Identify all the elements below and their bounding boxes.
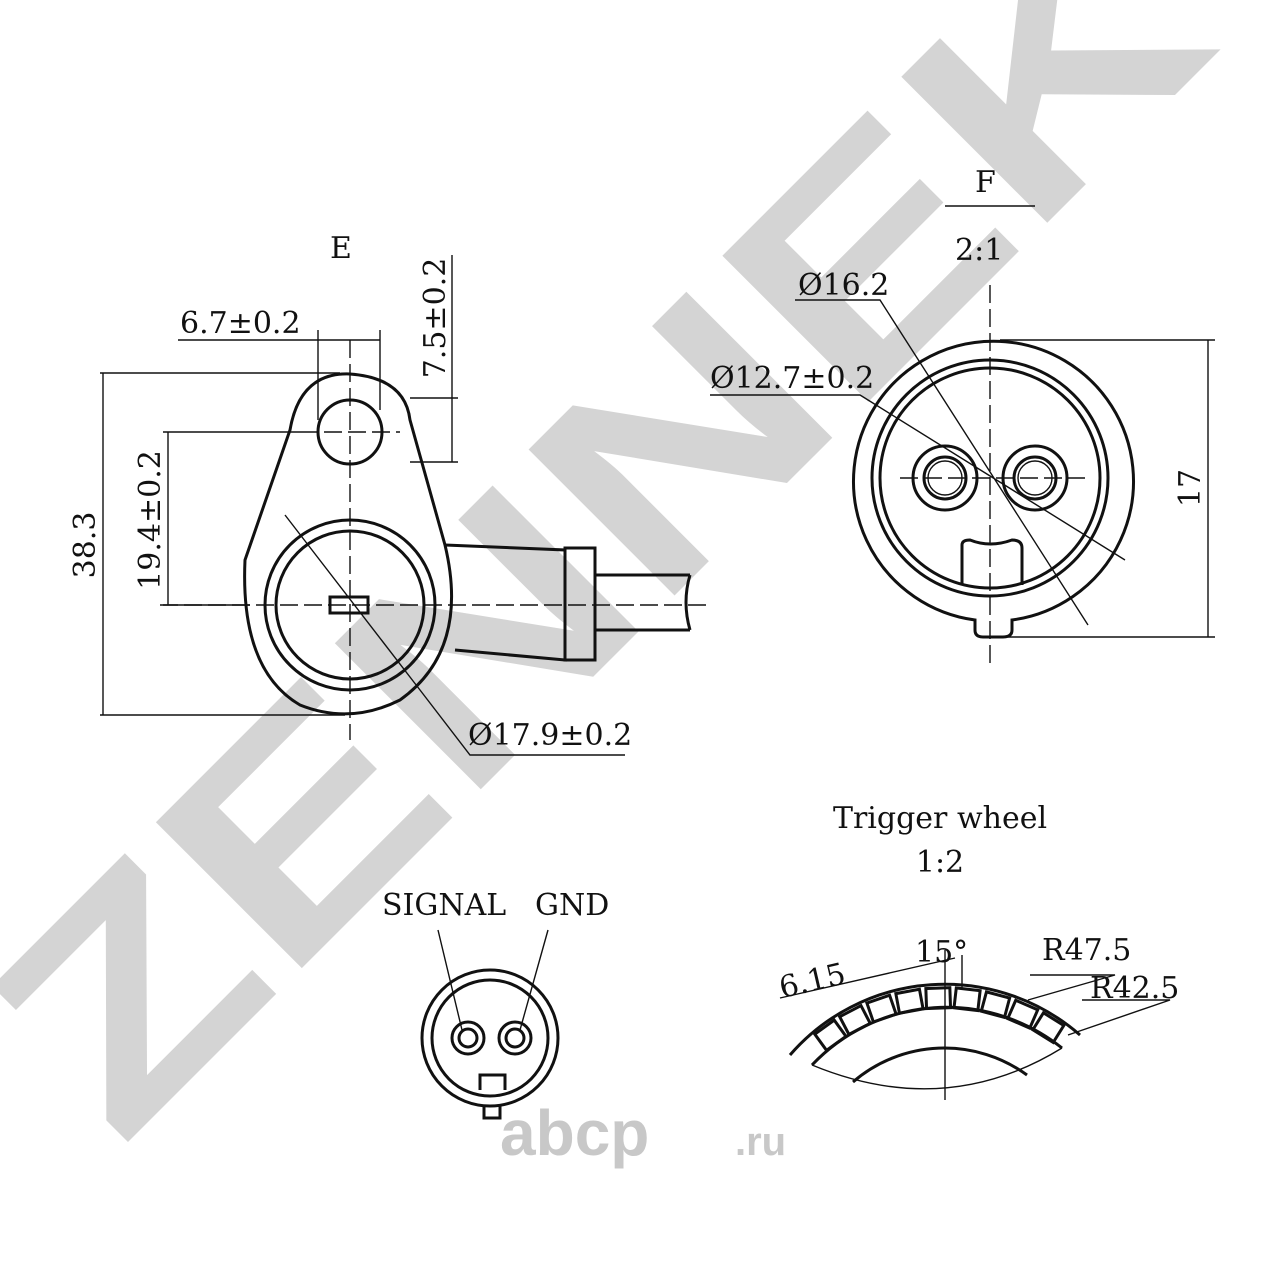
dimension-lines	[779, 950, 1171, 1100]
connector-pinout: SIGNAL GND	[382, 888, 609, 1120]
wheel-outer-arc	[788, 982, 1081, 1056]
dim-hole-offset: 7.5±0.2	[418, 258, 453, 379]
key-slot	[478, 1073, 507, 1120]
sensor-body-outline	[243, 372, 454, 716]
dim-width: 6.7±0.2	[180, 306, 301, 341]
centerlines	[160, 340, 710, 740]
connector-outer	[420, 968, 560, 1108]
sensor-connector-collar	[563, 546, 597, 662]
dim-inner-radius: R42.5	[1090, 971, 1179, 1006]
dimension-lines	[100, 255, 458, 716]
view-e: E 38.3 19.4±0.2 6.7±0.2 7.5±0.2 Ø17.9±0.…	[68, 231, 710, 756]
wheel-tooth	[979, 990, 1012, 1020]
wheel-tooth	[952, 986, 982, 1013]
wheel-tooth	[1030, 1010, 1066, 1045]
diameter-leader	[284, 514, 625, 756]
dimension-lines	[710, 299, 1215, 638]
pin-gnd	[497, 1020, 533, 1056]
centerlines	[900, 285, 1085, 665]
trigger-wheel-title: Trigger wheel	[833, 801, 1047, 836]
wheel-tooth	[924, 986, 953, 1011]
dim-diameter: Ø17.9±0.2	[468, 718, 632, 753]
pin-signal	[450, 1020, 486, 1056]
label-signal: SIGNAL	[382, 888, 506, 923]
dim-outer-radius: R47.5	[1042, 933, 1131, 968]
wheel-root-arc	[810, 1005, 1063, 1067]
dim-height: 38.3	[68, 512, 103, 579]
dim-center: 19.4±0.2	[133, 450, 168, 590]
wheel-tooth	[812, 1018, 849, 1053]
dim-inner-diameter: Ø12.7±0.2	[710, 361, 874, 396]
dim-height: 17	[1173, 469, 1208, 507]
dim-outer-diameter: Ø16.2	[798, 268, 889, 303]
sensor-cable	[595, 573, 692, 632]
view-e-title: E	[330, 231, 352, 266]
connector-inner	[430, 978, 550, 1098]
wheel-tooth	[865, 993, 899, 1024]
wheel-tooth	[1005, 998, 1040, 1031]
connector-face-outer	[852, 339, 1135, 639]
pin-leaders	[437, 929, 549, 1031]
dim-angle: 15°	[915, 935, 968, 970]
watermark-site: abcp	[500, 1097, 649, 1169]
watermark-brand: ZENNEK	[0, 0, 1268, 1195]
view-f-scale: 2:1	[955, 233, 1003, 268]
trigger-wheel: Trigger wheel 1:2 6.15 15° R47.5 R42.5	[776, 801, 1179, 1100]
watermark: ZENNEK abcp .ru	[0, 0, 1268, 1195]
watermark-site-tld: .ru	[735, 1120, 786, 1164]
wheel-teeth	[812, 986, 1066, 1053]
key-slot	[960, 538, 1024, 585]
wheel-tooth	[837, 1003, 873, 1037]
view-f: F 2:1 Ø16.2 Ø12.7±0.2 17	[710, 165, 1215, 665]
label-gnd: GND	[535, 888, 609, 923]
wheel-hub-arc	[852, 1046, 1028, 1084]
trigger-wheel-scale: 1:2	[916, 845, 964, 880]
pin-left	[911, 444, 979, 512]
wheel-lower-arc	[811, 1047, 1063, 1090]
wheel-tooth	[894, 987, 925, 1016]
dim-tooth: 6.15	[776, 957, 849, 1006]
view-f-title: F	[975, 165, 996, 200]
